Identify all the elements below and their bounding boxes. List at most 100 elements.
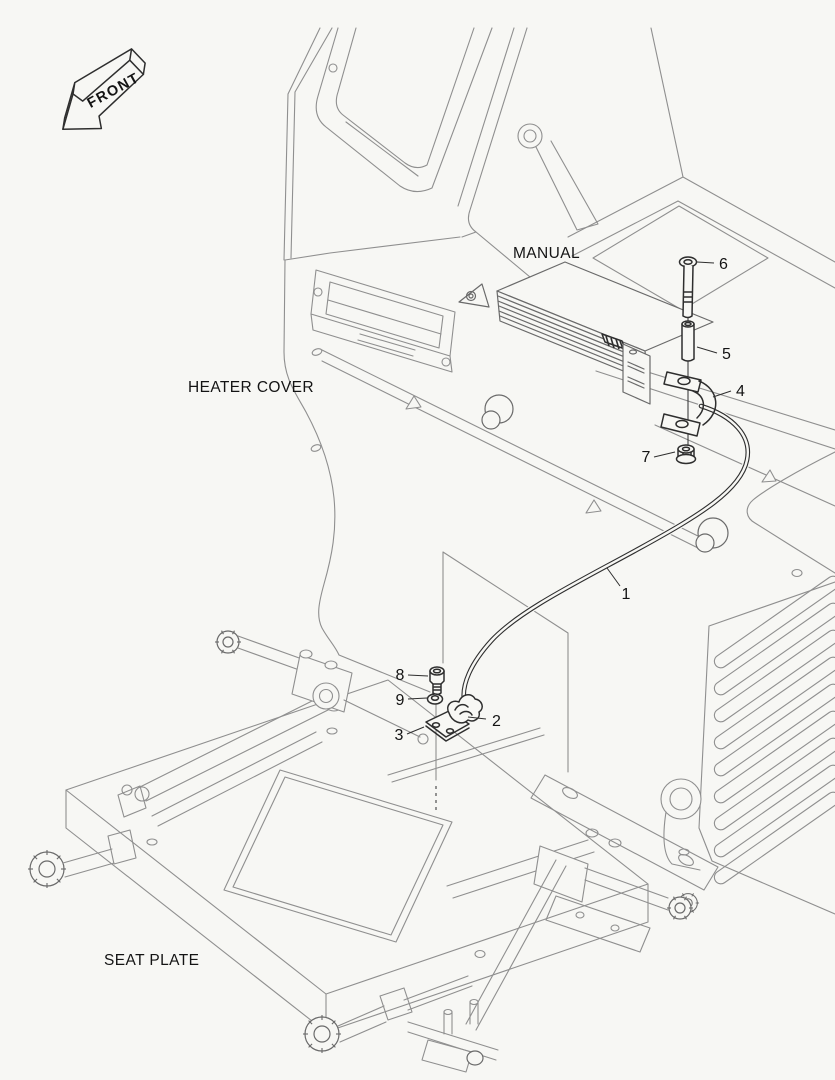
linkage-arms [137,691,339,827]
bolt-8 [429,666,445,696]
platform-corner-edges [567,176,835,289]
leader-5 [696,346,718,354]
rail-boss-cap [481,410,501,430]
stand-platform [442,27,835,773]
tie-down-eyelet [660,778,702,820]
grille-slot [713,656,835,750]
grille-slot [713,602,835,696]
manual-book-group [458,261,714,405]
leader-1 [606,567,621,587]
washer-9 [426,693,444,705]
window-sill [345,121,419,177]
callout-1: 1 [622,586,631,603]
lift-hook-ring [517,123,543,149]
vent-screw [441,357,451,367]
bracket-top-tab [663,371,702,393]
heater-cover-label: HEATER COVER [188,379,314,396]
tie-down-eyelet-hole [669,787,693,811]
anchor-plate-thickness [425,725,470,742]
washer-hole [430,695,440,701]
support-plate-slots [627,361,645,389]
bottom-knob-shaft [337,1005,387,1043]
grille-slot [713,683,835,777]
grille-slot [713,737,835,831]
bracket-hole [675,419,689,429]
link-bracket [117,785,147,818]
plate-hole [146,838,158,846]
seat-cutout-inner [232,776,444,936]
grille-slot [713,575,835,669]
vent-recess-inner [325,281,444,349]
vent-slats [327,299,442,357]
nut-7 [675,444,697,465]
cable-clamp-2 [447,694,483,724]
bolt-6 [678,256,698,319]
callouts: 1 2 3 4 5 6 7 8 9 [395,256,745,744]
callout-8: 8 [396,667,405,684]
window-frame-outer [315,27,493,193]
side-cover-panel [746,451,835,574]
bracket-hole [677,376,691,386]
cylinder-shaft [237,635,303,672]
left-knob-bracket [107,829,137,865]
anchor-plate-hole [445,728,455,734]
plate-step-edge [387,727,545,783]
seat-plate-label: SEAT PLATE [104,952,199,969]
spacer-5 [681,320,695,362]
window-glass [335,27,475,169]
platform-boss-cap [695,533,715,553]
callout-4: 4 [736,383,745,400]
eyelet-flange [663,811,701,871]
seat-plate-thickness [65,789,649,1033]
vent-recess-lip [310,313,453,373]
support-strip-bracket [530,774,719,891]
foot-bracket [421,1039,473,1073]
block-bushing-hole [318,688,334,704]
anchor-plate-hole [431,722,441,728]
engine-grille [660,575,835,915]
corner-bracket [458,283,490,308]
bolt6-head-recess [683,259,693,265]
bracket-loop [692,380,717,426]
block-bushing [312,682,340,710]
leader-2 [467,716,487,720]
guide-hardware [660,256,717,465]
cable-halo [455,402,752,712]
link-rod [343,699,421,738]
callout-6: 6 [719,256,728,273]
stand-side-panel [442,551,569,773]
block-bolt [324,660,338,670]
block-bolt [299,649,313,659]
bottom-rod [403,975,473,1011]
grille-slot [713,629,835,723]
mount-hole [575,911,585,919]
vent-screw [313,287,323,297]
spacer-body [681,323,695,362]
heater-top-edge [284,236,461,261]
cab-structure [283,27,581,331]
leader-3 [406,726,425,735]
plate-hole [326,727,338,735]
strip-hole [562,786,578,800]
mount-plate [545,895,651,953]
seat-cutout-outer [223,769,453,943]
leader-8 [407,674,429,677]
cable-core [457,404,749,710]
manual-page-lines [497,295,649,377]
panel-hole [311,348,323,356]
callout-3: 3 [395,727,404,744]
control-cable-1 [447,402,752,724]
leader-7 [653,451,676,458]
bolt6-threads [683,291,693,303]
rod-bolt [474,949,486,959]
cover-hole [791,568,803,578]
bolt-head-top [429,666,445,676]
manual-label: MANUAL [513,245,580,262]
stud-top [469,998,479,1006]
bottom-knob-bracket [379,987,413,1021]
front-direction-arrow: FRONT [62,48,146,131]
panel-hole [310,444,322,452]
diagonal-arm [465,859,567,1031]
cylinder-end-cap [214,630,242,654]
